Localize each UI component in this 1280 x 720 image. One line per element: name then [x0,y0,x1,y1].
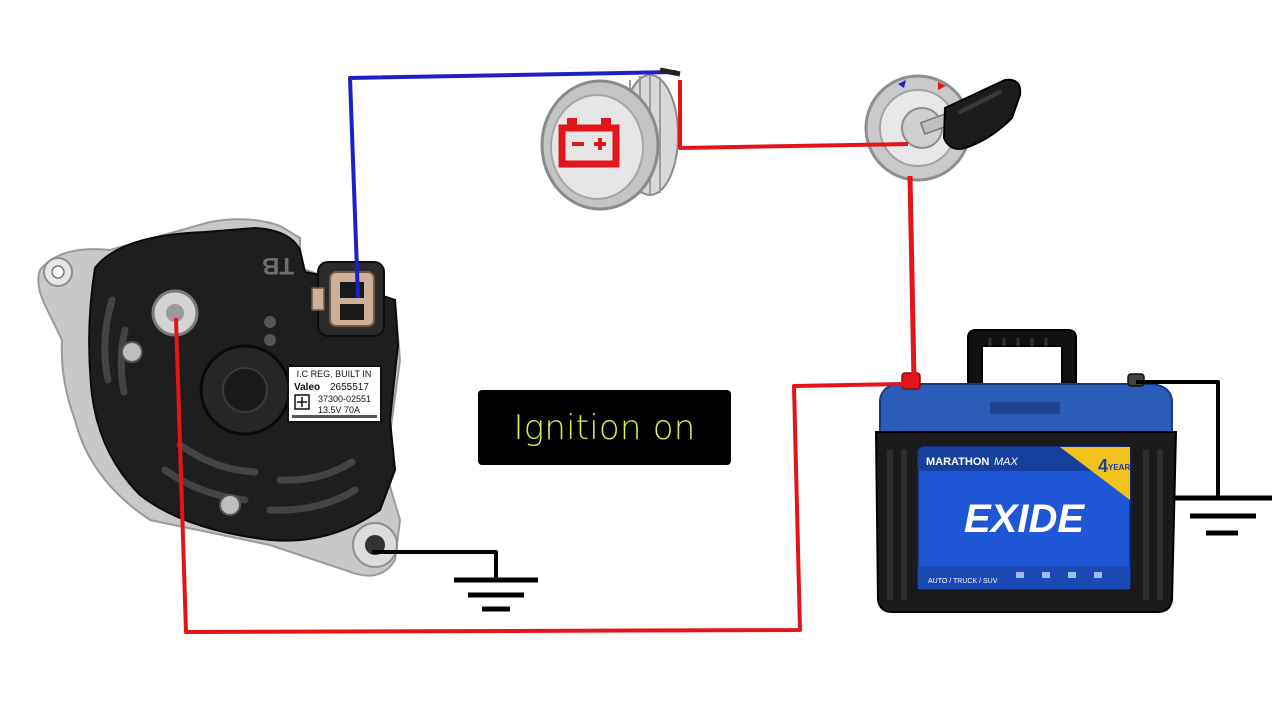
status-caption-box: Ignition on [478,390,731,465]
battery-usage: AUTO / TRUCK / SUV [928,578,998,585]
lamp-feed-wire [678,80,909,150]
lamp-terminal-stub [659,67,681,77]
status-caption: Ignition on [513,407,696,448]
battery-badge-number: 4 [1098,456,1108,476]
battery: MARATHON MAX 4 YEAR EXIDE AUTO / TRUCK /… [874,329,1178,613]
battery-warning-lamp [540,74,679,211]
alternator-ground-wire [372,550,498,580]
ignition-switch [864,74,1022,182]
ignition-key-icon [919,78,1022,150]
charge-wire [174,317,907,634]
regulator-label: I.C REG. BUILT IN Valeo 2655517 37300-02… [287,365,382,423]
signal-wire [348,70,677,299]
battery-handle [967,329,1077,389]
battery-series-suffix: MAX [994,456,1019,468]
label-line1: I.C REG. BUILT IN [297,369,372,379]
battery-ground-wire [1136,380,1220,496]
battery-series: MARATHON [926,456,989,468]
alternator-housing-mark: TB [262,252,294,279]
label-brand: Valeo [294,382,320,393]
alternator-connector [311,261,385,337]
battery-positive-terminal [901,372,921,390]
alternator: TB I.C REG. BUILT IN Valeo 2655517 37300… [37,218,402,577]
battery-badge-word: YEAR [1108,463,1130,472]
battery-warning-icon [558,118,620,168]
label-rating: 13.5V 70A [318,405,360,415]
switch-feed-wire [907,175,917,381]
battery-brand: EXIDE [964,497,1085,541]
ground-icon [454,577,538,612]
label-code: 37300-02551 [318,394,371,404]
ground-icon [1174,495,1272,536]
battery-label: MARATHON MAX 4 YEAR EXIDE AUTO / TRUCK /… [917,446,1131,590]
label-part-no: 2655517 [330,382,369,393]
